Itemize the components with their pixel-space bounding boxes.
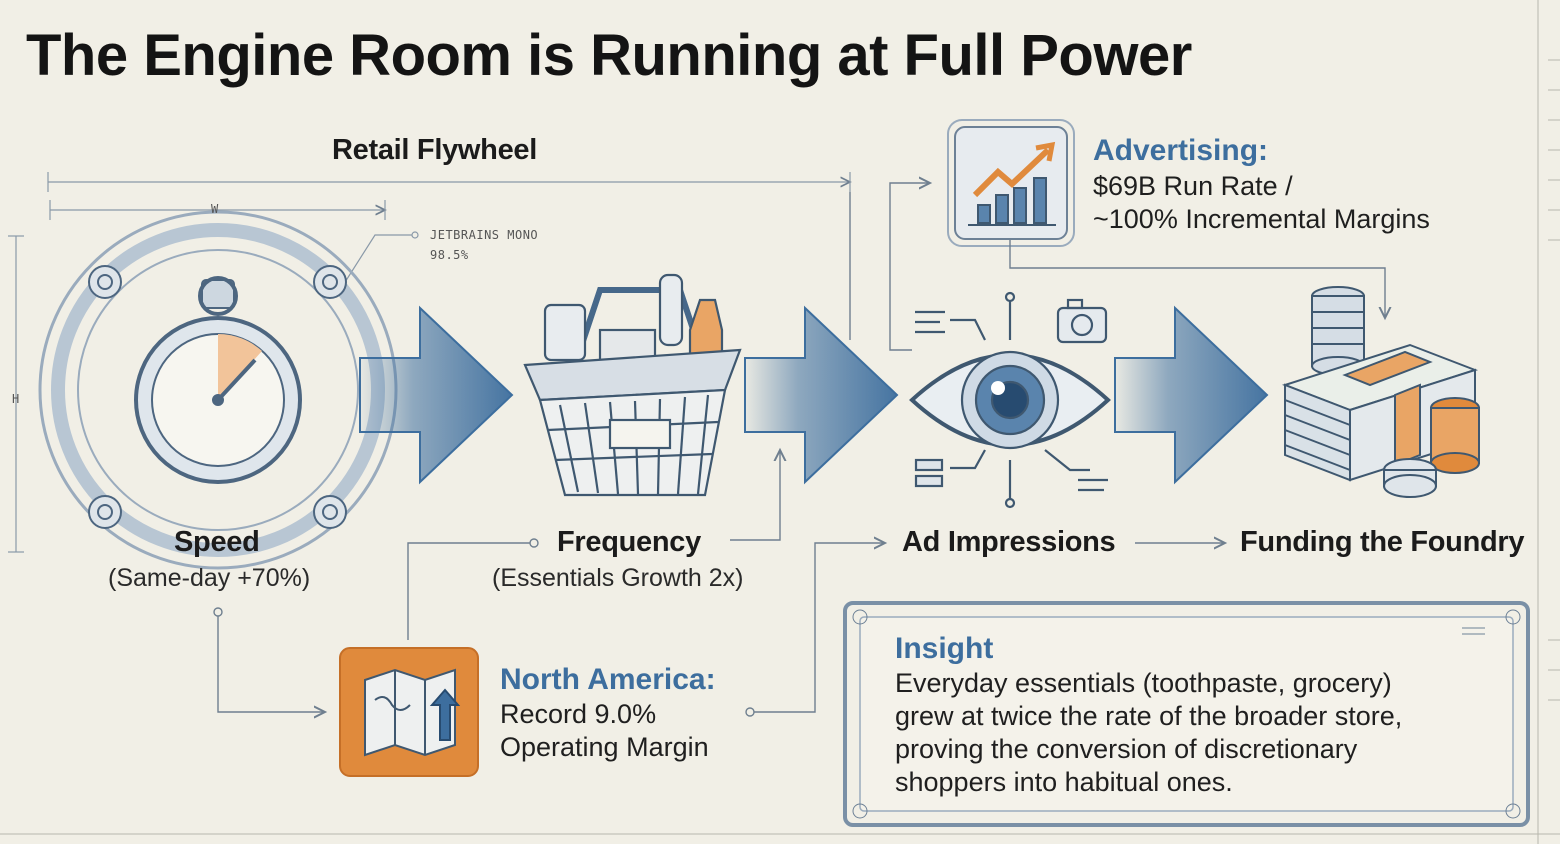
dimension-h-label: H — [12, 392, 20, 406]
insight-line: Everyday essentials (toothpaste, grocery… — [895, 668, 1392, 698]
dimension-lines — [8, 172, 850, 553]
stage-frequency-detail: (Essentials Growth 2x) — [492, 564, 744, 592]
insight-line: shoppers into habitual ones. — [895, 767, 1233, 797]
connector-lines — [213, 183, 1385, 716]
stage-funding-label: Funding the Foundry — [1240, 526, 1525, 558]
page-title: The Engine Room is Running at Full Power — [26, 23, 1192, 88]
stage-frequency-label: Frequency — [557, 526, 701, 558]
insight-line: grew at twice the rate of the broader st… — [895, 701, 1403, 731]
map-icon — [339, 647, 479, 777]
north-america-line-2: Operating Margin — [500, 732, 709, 762]
annotation-value-label: 98.5% — [430, 248, 469, 262]
flow-arrows — [359, 305, 1269, 485]
growth-chart-icon — [947, 119, 1075, 247]
money-stack-icon — [1281, 286, 1480, 498]
insight-heading: Insight — [895, 632, 994, 665]
dimension-w-label: W — [211, 202, 219, 216]
annotation-font-label: JETBRAINS MONO — [430, 228, 539, 242]
shopping-basket-icon — [523, 273, 742, 497]
flywheel-heading: Retail Flywheel — [332, 134, 538, 166]
advertising-heading: Advertising: — [1093, 134, 1269, 167]
stage-ad-impressions-label: Ad Impressions — [902, 526, 1116, 558]
north-america-heading: North America: — [500, 663, 716, 696]
insight-line: proving the conversion of discretionary — [895, 734, 1358, 764]
north-america-line-1: Record 9.0% — [500, 699, 657, 729]
advertising-line-2: ~100% Incremental Margins — [1093, 204, 1430, 234]
stopwatch-icon — [38, 210, 398, 570]
stage-speed-detail: (Same-day +70%) — [108, 564, 311, 592]
insight-panel-frame — [843, 601, 1530, 827]
stage-speed-label: Speed — [174, 526, 260, 558]
eye-icon — [909, 291, 1111, 509]
advertising-line-1: $69B Run Rate / — [1093, 171, 1293, 201]
